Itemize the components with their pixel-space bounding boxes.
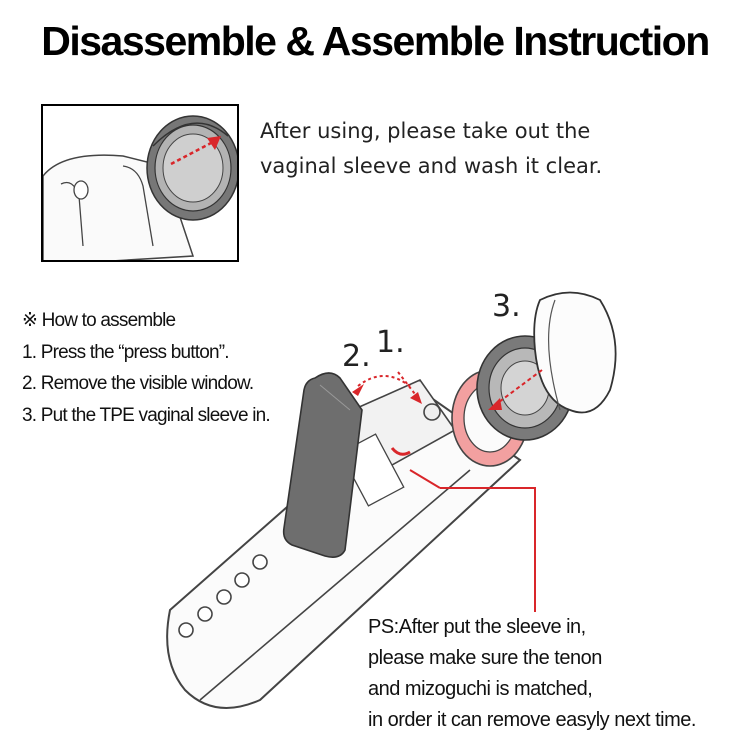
sleeve-insert-arrowhead [488, 398, 502, 410]
window-remove-arrowhead [352, 384, 364, 396]
sleeve-cap-top [152, 122, 229, 147]
assembly-step-2: 2. Remove the visible window. [22, 373, 254, 394]
note-callout-line [440, 487, 536, 612]
assembly-heading: ※ How to assemble [22, 310, 176, 331]
callout-number-3: 3. [492, 289, 521, 324]
ps-note: PS:After put the sleeve in, please make … [368, 612, 696, 736]
mizoguchi-highlight [390, 447, 411, 456]
sleeve-insert-arrow [494, 369, 543, 406]
device-dot-4 [234, 572, 250, 588]
ps-note-line-2: please make sure the tenon [368, 647, 602, 669]
device-dot-1 [178, 622, 194, 638]
device-dot-2 [197, 606, 213, 622]
device-rim [122, 165, 154, 247]
inset-caption: After using, please take out the vaginal… [260, 114, 720, 184]
window-panel-highlight [319, 384, 351, 411]
device-dot-5 [252, 554, 268, 570]
ps-note-line-3: and mizoguchi is matched, [368, 678, 593, 700]
assembly-step-1: 1. Press the “press button”. [22, 341, 230, 363]
inset-caption-line-2: vaginal sleeve and wash it clear. [260, 154, 603, 178]
inset-caption-line-1: After using, please take out the [260, 119, 591, 143]
window-remove-arrow [357, 375, 413, 389]
ps-note-line-4: in order it can remove easyly next time. [368, 709, 696, 731]
assembly-steps: ※ How to assemble 1. Press the “press bu… [22, 305, 271, 431]
pull-out-arrowhead [207, 136, 221, 150]
end-cover [533, 291, 617, 414]
device-body-seam [199, 469, 471, 701]
end-cover-rim [547, 299, 561, 411]
device-button [73, 180, 89, 200]
note-callout-spur [409, 469, 441, 489]
pull-out-arrow [170, 140, 214, 166]
press-arrowhead [410, 392, 422, 404]
disassembly-illustration [41, 104, 239, 262]
sleeve-cap-inner [162, 133, 224, 203]
assembly-step-3: 3. Put the TPE vaginal sleeve in. [22, 404, 271, 426]
device-dot-3 [216, 589, 232, 605]
callout-number-2: 2. [342, 339, 371, 374]
callout-number-1: 1. [376, 325, 405, 360]
window-panel [282, 372, 363, 558]
page-title: Disassemble & Assemble Instruction [41, 18, 710, 64]
ps-note-line-1: PS:After put the sleeve in, [368, 616, 586, 638]
disassembly-drawing [43, 115, 237, 260]
press-button [423, 403, 441, 421]
